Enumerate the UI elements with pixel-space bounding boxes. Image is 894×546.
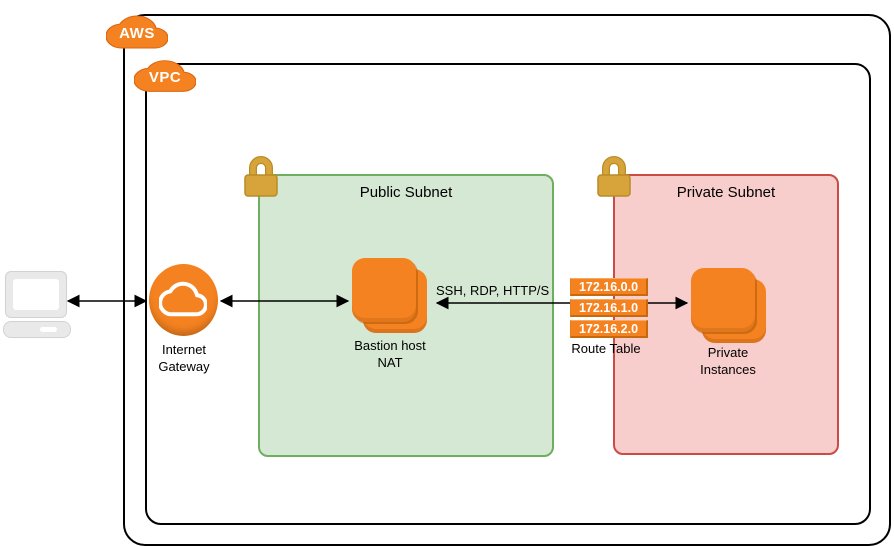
laptop-screen-inner bbox=[13, 279, 59, 310]
bastion-host-icon bbox=[352, 258, 427, 333]
cloud-icon bbox=[159, 281, 207, 317]
laptop-screen bbox=[5, 271, 67, 318]
private-instances-label: Private Instances bbox=[700, 345, 756, 377]
vpc-badge-label: VPC bbox=[148, 69, 182, 86]
public-subnet-title: Public Subnet bbox=[359, 184, 453, 201]
instance-square-front bbox=[691, 268, 755, 332]
private-instances-icon bbox=[691, 268, 766, 343]
laptop-slot bbox=[40, 327, 57, 332]
lock-icon-private bbox=[597, 156, 631, 197]
route-table-label: Route Table bbox=[571, 341, 641, 356]
route-entry: 172.16.2.0 bbox=[570, 320, 648, 338]
lock-icon-public bbox=[244, 156, 278, 197]
client-laptop-icon bbox=[3, 270, 71, 338]
bastion-host-label: Bastion host NAT bbox=[354, 338, 426, 370]
vpc-boundary bbox=[145, 63, 871, 525]
internet-gateway-icon bbox=[149, 264, 218, 336]
private-subnet-title: Private Subnet bbox=[676, 184, 776, 201]
instance-square-front bbox=[352, 258, 416, 322]
aws-badge-label: AWS bbox=[119, 25, 155, 42]
internet-gateway-label: Internet Gateway bbox=[158, 342, 210, 374]
route-entry: 172.16.0.0 bbox=[570, 278, 648, 296]
route-entry: 172.16.1.0 bbox=[570, 299, 648, 317]
aws-cloud-boundary bbox=[123, 14, 891, 546]
laptop-base bbox=[3, 321, 71, 338]
connection-protocols-label: SSH, RDP, HTTP/S bbox=[436, 283, 550, 298]
vpc-cloud-badge: VPC bbox=[134, 53, 196, 99]
